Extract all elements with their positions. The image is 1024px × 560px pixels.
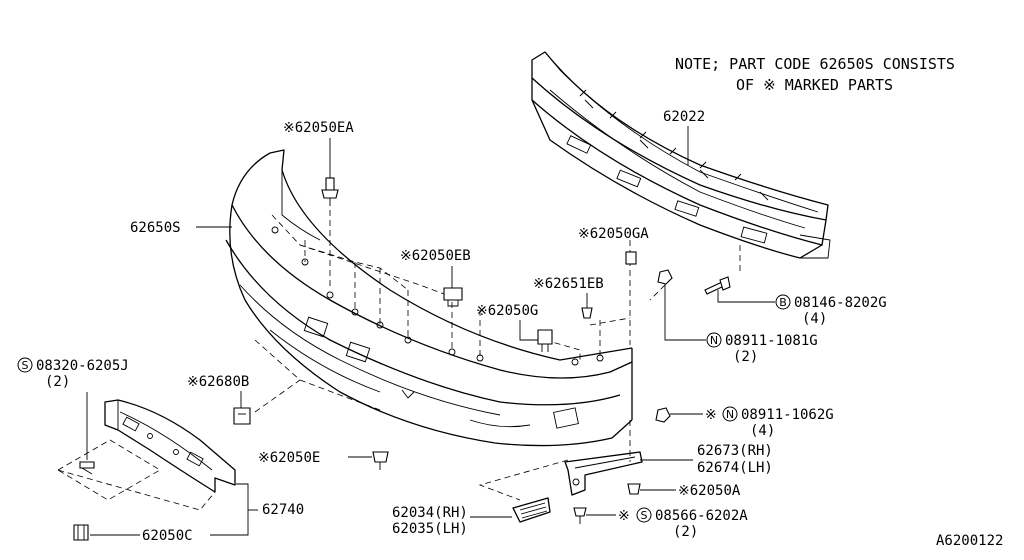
leader-62050G xyxy=(519,320,538,341)
note-line-1: NOTE; PART CODE 62650S CONSISTS xyxy=(675,55,955,73)
label-08911-1062: 08911-1062G xyxy=(741,407,834,423)
symbol-circle-S xyxy=(17,357,33,373)
label-08566: 08566-6202A xyxy=(655,508,748,524)
circle-letter-08566: S xyxy=(641,509,648,522)
bolt-08146 xyxy=(704,276,731,295)
clip-62050GA xyxy=(625,251,637,265)
symbol-circle-B xyxy=(775,294,791,310)
symbol-circle-N-2 xyxy=(722,406,738,422)
label-62035: 62035(LH) xyxy=(392,521,468,537)
label-62680B: ※62680B xyxy=(187,374,249,390)
label-62050G: ※62050G xyxy=(476,303,538,319)
bracket-guide-2 xyxy=(57,469,216,511)
clip-62050A xyxy=(627,483,641,495)
clip-62050G xyxy=(537,329,553,352)
note-line-2: OF ※ MARKED PARTS xyxy=(736,76,893,94)
label-62673: 62673(RH) xyxy=(697,443,773,459)
label-62651EB: ※62651EB xyxy=(533,276,604,292)
clip-62651EB xyxy=(581,307,593,319)
screw-08320 xyxy=(79,461,95,475)
screw-08566 xyxy=(573,507,587,524)
nut-08911-1081 xyxy=(657,269,673,285)
nut-08911-1062 xyxy=(655,407,671,423)
label-62740: 62740 xyxy=(262,502,304,518)
symbol-circle-N xyxy=(706,332,722,348)
circle-letter-08146: B xyxy=(779,296,787,309)
label-62050EB: ※62050EB xyxy=(400,248,471,264)
label-08320: 08320-6205J xyxy=(36,358,129,374)
leader-62740 xyxy=(210,483,249,536)
label-62050GA: ※62050GA xyxy=(578,226,649,242)
bumper-reinforcement xyxy=(531,51,831,259)
clip-62050C xyxy=(73,524,89,541)
label-62650S: 62650S xyxy=(130,220,181,236)
retainer-62680B xyxy=(233,407,251,425)
symbol-circle-S-2 xyxy=(636,507,652,523)
note: NOTE; PART CODE 62650S CONSISTS OF ※ MAR… xyxy=(675,55,955,94)
label-08566-qty: (2) xyxy=(673,524,698,540)
diagram-code: A6200122 xyxy=(936,533,1003,549)
label-62050E: ※62050E xyxy=(258,450,320,466)
label-08566-prefix: ※ xyxy=(618,508,630,524)
label-08146: 08146-8202G xyxy=(794,295,887,311)
label-08146-qty: (4) xyxy=(802,311,827,327)
clip-62050E xyxy=(372,451,389,470)
label-62034: 62034(RH) xyxy=(392,505,468,521)
clip-62050EA xyxy=(321,177,339,206)
circle-letter-08320: S xyxy=(22,359,29,372)
label-08911-1081-qty: (2) xyxy=(733,349,758,365)
label-08911-1062-prefix: ※ xyxy=(705,407,717,423)
bracket-guide xyxy=(57,439,161,501)
side-bracket xyxy=(564,451,643,496)
clip-62050EB xyxy=(443,287,463,307)
label-08911-1062-qty: (4) xyxy=(750,423,775,439)
fog-lamp-grille xyxy=(512,497,551,523)
license-plate-bracket xyxy=(104,399,236,493)
circle-letter-08911-1062: N xyxy=(726,408,734,421)
label-62674: 62674(LH) xyxy=(697,460,773,476)
label-08320-qty: (2) xyxy=(45,374,70,390)
leader-08146 xyxy=(717,290,775,303)
clip-guides xyxy=(254,210,741,501)
label-08911-1081: 08911-1081G xyxy=(725,333,818,349)
label-62050A: ※62050A xyxy=(678,483,741,499)
label-62050EA: ※62050EA xyxy=(283,120,354,136)
bumper-fascia xyxy=(225,149,633,447)
label-62022: 62022 xyxy=(663,109,705,125)
circle-letter-08911-1081: N xyxy=(710,334,718,347)
leader-08911-1081 xyxy=(664,284,706,341)
label-62050C: 62050C xyxy=(142,528,193,544)
